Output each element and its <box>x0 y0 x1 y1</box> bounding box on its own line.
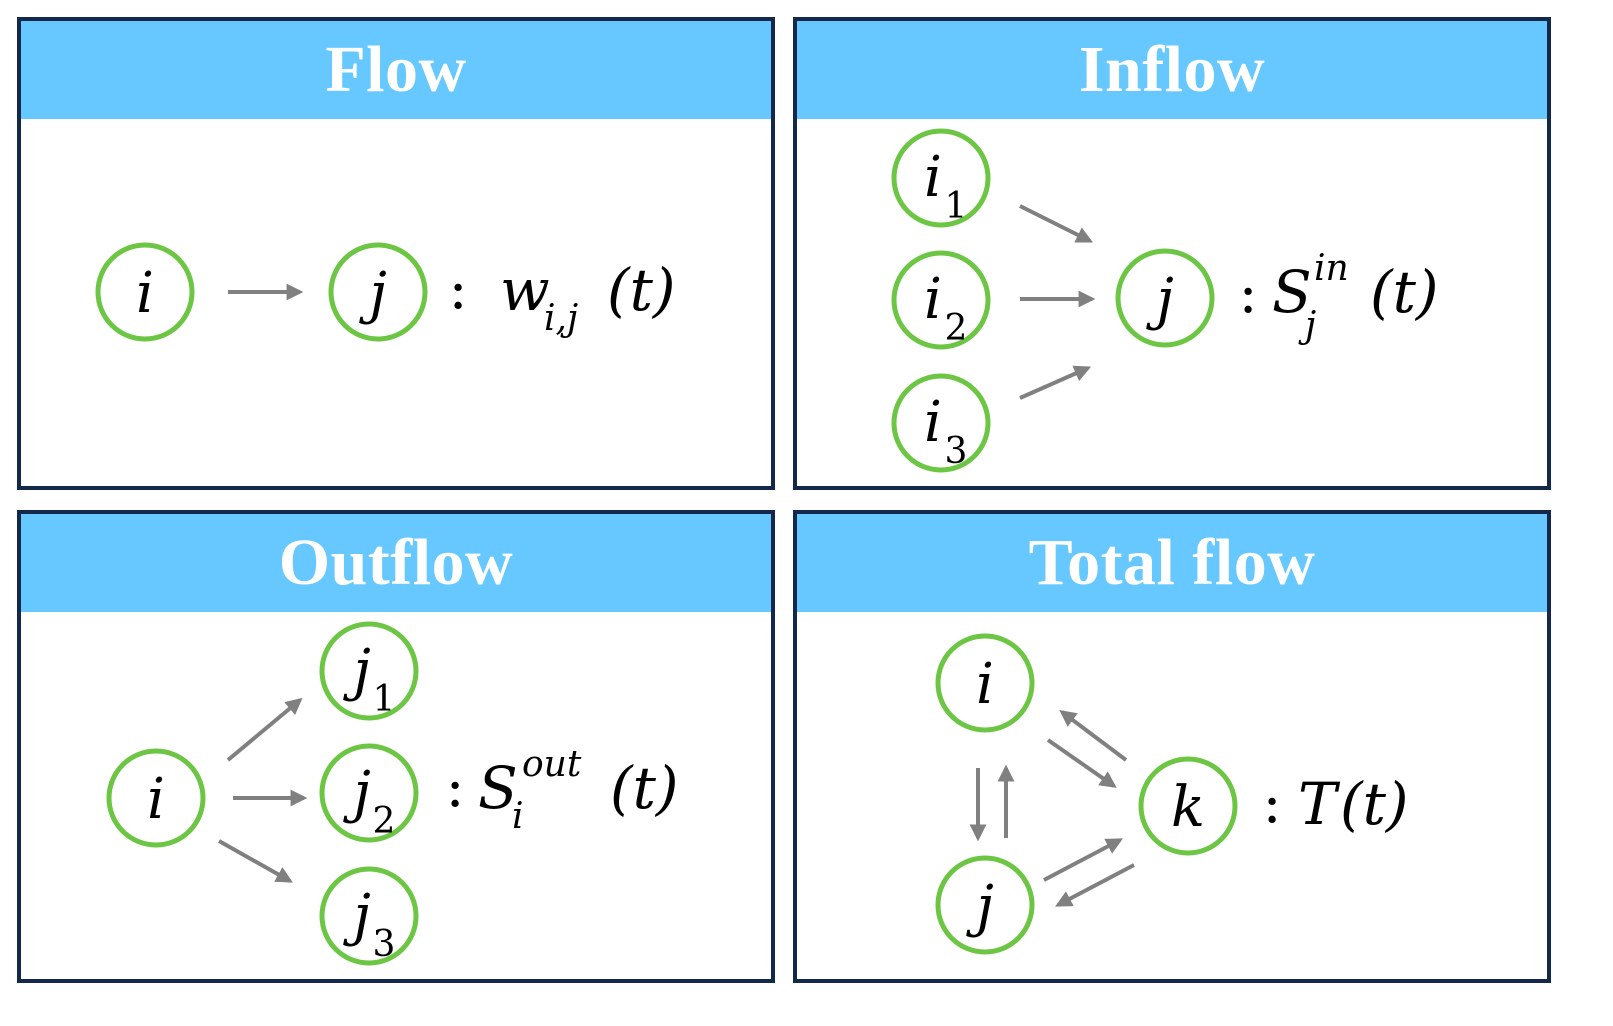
node-label: k <box>1171 775 1205 840</box>
node-circle <box>328 242 428 342</box>
node-label: i <box>147 767 165 832</box>
formula-symbol: w <box>500 256 550 324</box>
node-label-subscript: 1 <box>373 679 396 720</box>
arrow-i-to-k <box>1046 738 1117 788</box>
formula-symbol: S <box>1272 258 1312 326</box>
node-circle <box>891 128 991 228</box>
formula-argument: (t) <box>1370 258 1439 326</box>
formula-symbol: S <box>478 754 518 822</box>
panel-title: Outflow <box>278 526 514 599</box>
arrow-i-to-j3 <box>218 839 293 883</box>
node-i3: i 3 <box>891 373 991 473</box>
node-label: i <box>924 390 942 455</box>
node-j3: j 3 <box>319 866 419 966</box>
node-i2: i 2 <box>891 250 991 350</box>
formula-colon: : <box>449 257 468 322</box>
arrow-i3-to-j <box>1019 365 1092 400</box>
node-circle <box>319 621 419 721</box>
node-j1: j 1 <box>319 621 419 721</box>
node-circle <box>319 743 419 843</box>
formula-symbol: T <box>1298 770 1341 838</box>
flow-diagram: i j : w i,j (t) <box>95 242 676 342</box>
node-i1: i 1 <box>891 128 991 228</box>
node-k: k <box>1138 756 1238 856</box>
panel-title: Total flow <box>1028 526 1316 599</box>
node-circle <box>1115 248 1215 348</box>
arrow-i-to-j1 <box>226 697 303 762</box>
node-circle <box>319 866 419 966</box>
node-label: i <box>136 261 154 326</box>
node-label: i <box>976 652 994 717</box>
node-i: i <box>95 242 195 342</box>
node-label-subscript: 2 <box>945 308 968 349</box>
node-label: i <box>924 145 942 210</box>
formula-argument: (t) <box>610 754 679 822</box>
formula-superscript: in <box>1314 248 1349 289</box>
node-label-subscript: 3 <box>945 431 968 472</box>
total-flow-diagram: i j k : T (t) <box>935 633 1409 955</box>
formula-colon: : <box>1263 771 1282 836</box>
formula-subscript: i <box>512 796 524 837</box>
node-circle <box>935 855 1035 955</box>
node-i: i <box>935 633 1035 733</box>
arrow-k-to-j <box>1055 863 1135 907</box>
formula-colon: : <box>1239 261 1258 326</box>
formula-colon: : <box>446 755 465 820</box>
outflow-formula: : S i out (t) <box>446 744 679 837</box>
node-label: i <box>924 267 942 332</box>
panel-header: Outflow <box>21 514 771 612</box>
node-circle <box>935 633 1035 733</box>
panel-title: Flow <box>325 33 467 106</box>
outflow-diagram: i j 1 j 2 j 3 : S i out (t) <box>106 621 679 966</box>
total-flow-formula: : T (t) <box>1263 770 1409 838</box>
node-j: j <box>935 855 1035 955</box>
inflow-formula: : S j in (t) <box>1239 248 1439 346</box>
node-circle <box>106 748 206 848</box>
node-j: j <box>328 242 428 342</box>
node-j2: j 2 <box>319 743 419 843</box>
arrow-j-to-k <box>1043 838 1123 882</box>
node-i: i <box>106 748 206 848</box>
node-circle <box>891 250 991 350</box>
panel-header: Total flow <box>797 514 1547 612</box>
panel-total-flow: Total flow <box>793 510 1551 983</box>
formula-subscript: i,j <box>544 298 578 339</box>
arrow-i1-to-j <box>1019 204 1094 243</box>
panel-outflow: Outflow <box>17 510 775 983</box>
panel-header: Inflow <box>797 21 1547 119</box>
node-circle <box>1138 756 1238 856</box>
node-circle <box>891 373 991 473</box>
flow-formula: : w i,j (t) <box>449 256 676 339</box>
panel-title: Inflow <box>1078 33 1266 106</box>
node-label-subscript: 1 <box>945 186 968 227</box>
node-label-subscript: 2 <box>373 801 396 842</box>
panel-header: Flow <box>21 21 771 119</box>
inflow-diagram: i 1 i 2 i 3 j : S j in (t) <box>891 128 1439 473</box>
arrow-k-to-i <box>1059 709 1128 762</box>
node-label-subscript: 3 <box>373 924 396 965</box>
formula-argument: (t) <box>607 256 676 324</box>
node-circle <box>95 242 195 342</box>
node-j: j <box>1115 248 1215 348</box>
formula-argument: (t) <box>1340 770 1409 838</box>
formula-superscript: out <box>522 744 582 785</box>
